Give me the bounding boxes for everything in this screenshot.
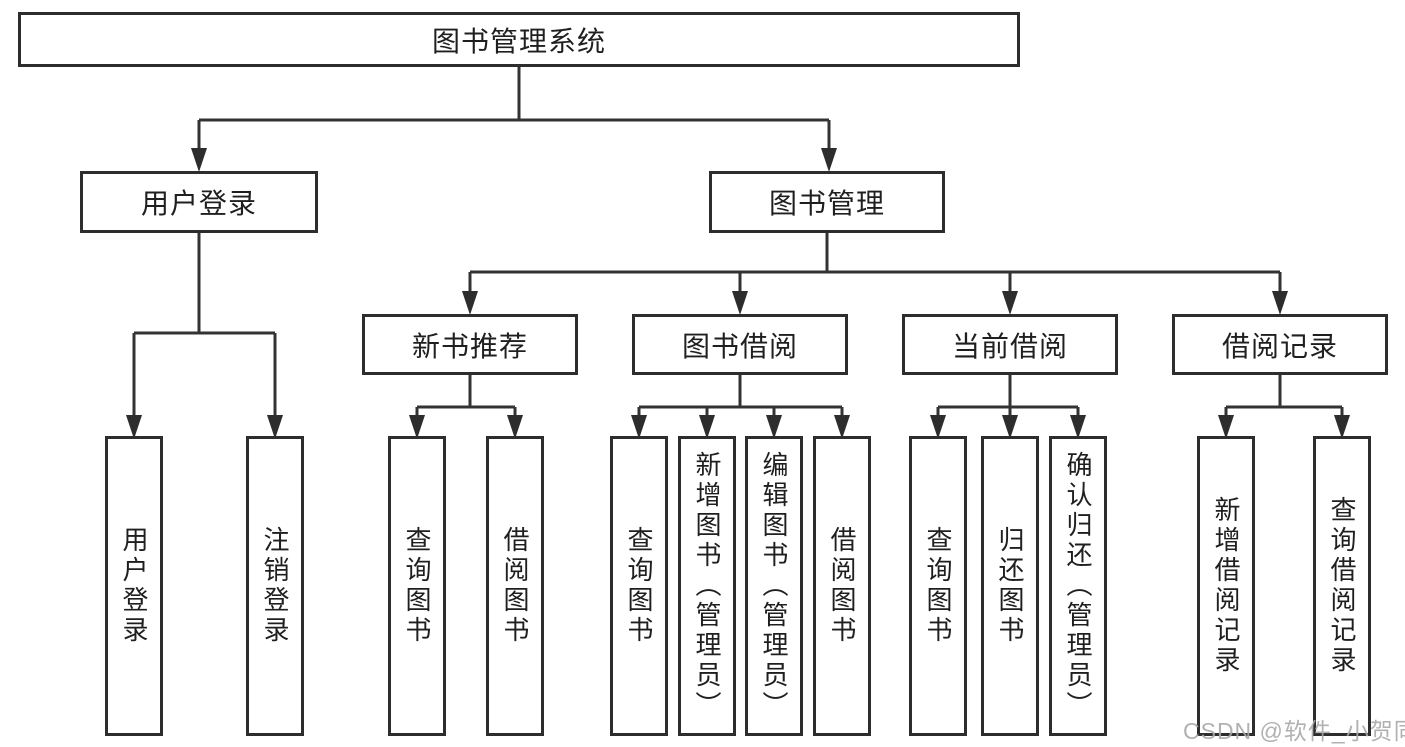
leaf-logout: 注销登录 bbox=[246, 436, 304, 736]
node-label: 查询借阅记录 bbox=[1327, 496, 1357, 676]
node-label: 图书管理系统 bbox=[431, 25, 606, 57]
node-label: 查询图书 bbox=[402, 526, 432, 646]
leaf-edit-books-admin: 编辑图书（管理员） bbox=[745, 436, 803, 736]
arrow-icon bbox=[732, 291, 748, 315]
node-label: 用户登录 bbox=[119, 526, 149, 646]
arrow-icon bbox=[267, 415, 283, 439]
node-label: 借阅图书 bbox=[827, 526, 857, 646]
leaf-query-books-borrowing: 查询图书 bbox=[610, 436, 668, 736]
node-book-borrowing: 图书借阅 bbox=[632, 314, 848, 375]
node-label: 新增借阅记录 bbox=[1211, 496, 1241, 676]
arrow-icon bbox=[1002, 415, 1018, 439]
node-user-login-branch: 用户登录 bbox=[80, 171, 318, 233]
arrow-icon bbox=[930, 415, 946, 439]
arrow-icon bbox=[1218, 415, 1234, 439]
node-label: 编辑图书（管理员） bbox=[759, 451, 789, 721]
connector-borrowing bbox=[637, 375, 844, 416]
connector-root bbox=[197, 67, 831, 150]
arrow-icon bbox=[834, 415, 850, 439]
node-book-management-branch: 图书管理 bbox=[709, 171, 945, 233]
arrow-icon bbox=[766, 415, 782, 439]
arrow-icon bbox=[631, 415, 647, 439]
node-label: 确认归还（管理员） bbox=[1063, 451, 1093, 721]
arrowheads bbox=[126, 148, 1350, 439]
leaf-borrow-books-recommend: 借阅图书 bbox=[486, 436, 544, 736]
leaf-query-books-recommend: 查询图书 bbox=[388, 436, 446, 736]
node-label: 新书推荐 bbox=[411, 330, 528, 362]
csdn-watermark: CSDN @软件_小贺同学 bbox=[1183, 718, 1405, 744]
node-borrowing-records: 借阅记录 bbox=[1172, 314, 1388, 375]
node-label: 注销登录 bbox=[260, 526, 290, 646]
node-label: 图书借阅 bbox=[681, 330, 798, 362]
leaf-query-borrow-record: 查询借阅记录 bbox=[1313, 436, 1371, 736]
arrow-icon bbox=[409, 415, 425, 439]
node-label: 查询图书 bbox=[923, 526, 953, 646]
arrow-icon bbox=[1272, 291, 1288, 315]
leaf-borrow-books: 借阅图书 bbox=[813, 436, 871, 736]
arrow-icon bbox=[1002, 291, 1018, 315]
node-label: 图书管理 bbox=[768, 188, 885, 219]
connector-user-login bbox=[132, 233, 277, 416]
node-label: 查询图书 bbox=[624, 526, 654, 646]
arrow-icon bbox=[507, 415, 523, 439]
leaf-add-books-admin: 新增图书（管理员） bbox=[678, 436, 736, 736]
arrow-icon bbox=[191, 148, 207, 172]
leaf-query-books-current: 查询图书 bbox=[909, 436, 967, 736]
node-root-system: 图书管理系统 bbox=[18, 12, 1020, 67]
node-label: 新增图书（管理员） bbox=[692, 451, 722, 721]
node-label: 当前借阅 bbox=[951, 330, 1068, 362]
connector-new-books bbox=[415, 375, 517, 416]
node-new-book-recommend: 新书推荐 bbox=[362, 314, 578, 375]
arrow-icon bbox=[1070, 415, 1086, 439]
node-label: 归还图书 bbox=[995, 526, 1025, 646]
node-label: 借阅记录 bbox=[1221, 330, 1338, 362]
arrow-icon bbox=[462, 291, 478, 315]
connector-book-mgmt bbox=[468, 233, 1282, 293]
arrow-icon bbox=[1334, 415, 1350, 439]
connector-current bbox=[936, 375, 1080, 416]
leaf-confirm-return-admin: 确认归还（管理员） bbox=[1049, 436, 1107, 736]
arrow-icon bbox=[699, 415, 715, 439]
node-current-borrowing: 当前借阅 bbox=[902, 314, 1118, 375]
leaf-user-login: 用户登录 bbox=[105, 436, 163, 736]
leaf-return-books: 归还图书 bbox=[981, 436, 1039, 736]
leaf-add-borrow-record: 新增借阅记录 bbox=[1197, 436, 1255, 736]
node-label: 用户登录 bbox=[140, 188, 257, 219]
arrow-icon bbox=[126, 415, 142, 439]
connector-records bbox=[1224, 375, 1344, 416]
node-label: 借阅图书 bbox=[500, 526, 530, 646]
arrow-icon bbox=[821, 148, 837, 172]
